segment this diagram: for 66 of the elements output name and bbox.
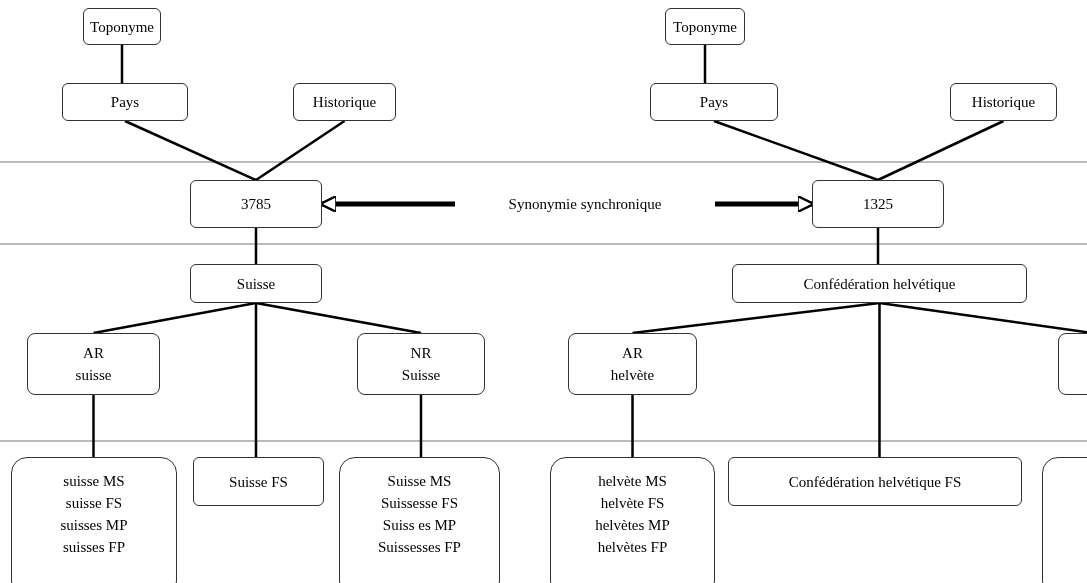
term-text: Suisse MS: [387, 472, 452, 491]
term-text: Suiss es MP: [382, 516, 457, 535]
term-box: [357, 333, 485, 395]
connector-line: [255, 119, 346, 182]
connector-line: [631, 395, 634, 457]
term-text: Suisse FS: [229, 472, 288, 492]
connector-line: [254, 228, 258, 264]
term-text: Toponyme: [673, 17, 737, 37]
term-text: suisse FS: [65, 494, 123, 513]
term-text: suisse: [75, 366, 112, 385]
term-box: [950, 83, 1057, 121]
term-box: [568, 333, 697, 395]
connector-line: [120, 45, 124, 83]
term-box: [650, 83, 778, 121]
term-text: Suissesses FP: [378, 538, 461, 557]
term-text: Confédération helvétique FS: [788, 472, 962, 492]
connector-line: [632, 301, 880, 335]
connector-line: [879, 301, 1087, 335]
term-box: [728, 457, 1022, 506]
term-box: [812, 180, 944, 228]
connector-line: [124, 119, 257, 182]
term-text: suisses MP: [60, 516, 128, 535]
term-text: Toponyme: [90, 17, 154, 37]
term-box: [190, 264, 322, 303]
connector-line: [255, 301, 422, 335]
term-text: helvète: [610, 366, 655, 385]
term-text: helvètes FP: [597, 538, 668, 557]
term-text: helvète FS: [600, 494, 665, 513]
term-text: suisses FP: [62, 538, 126, 557]
term-text: Suissesse FS: [380, 494, 459, 513]
term-box: [190, 180, 322, 228]
term-text: 3785: [241, 195, 271, 214]
term-text: Suisse: [401, 366, 441, 385]
term-box: [83, 8, 161, 45]
term-box: [732, 264, 1027, 303]
connector-line: [876, 228, 880, 264]
term-text: Pays: [110, 93, 140, 112]
term-box: [339, 457, 500, 583]
term-box: [550, 457, 715, 583]
term-text: suisse MS: [63, 472, 125, 491]
term-box: [11, 457, 177, 583]
connector-line: [254, 303, 258, 457]
term-text: Suisse: [236, 274, 276, 294]
connector-line: [877, 119, 1005, 182]
connector-line: [92, 395, 95, 457]
connector-line: [93, 301, 257, 335]
term-text: helvètes MP: [595, 516, 670, 535]
connector-line: [703, 45, 707, 83]
connector-line: [419, 395, 423, 457]
relation-label: Synonymie synchronique: [455, 190, 715, 218]
term-text: Historique: [971, 93, 1036, 112]
term-text: 1325: [863, 195, 893, 214]
connector-line: [713, 119, 879, 182]
connector-line: [878, 303, 881, 457]
term-text: AR: [83, 344, 104, 363]
term-box: [27, 333, 160, 395]
term-box: [193, 457, 324, 506]
term-text: Pays: [699, 93, 729, 112]
term-text: Historique: [312, 93, 377, 112]
term-box: [62, 83, 188, 121]
term-box: [293, 83, 396, 121]
term-text: Confédération helvétique: [803, 274, 956, 294]
term-text: NR: [410, 344, 432, 363]
term-text: AR: [622, 344, 643, 363]
term-text: helvète MS: [598, 472, 667, 491]
term-box: [665, 8, 745, 45]
